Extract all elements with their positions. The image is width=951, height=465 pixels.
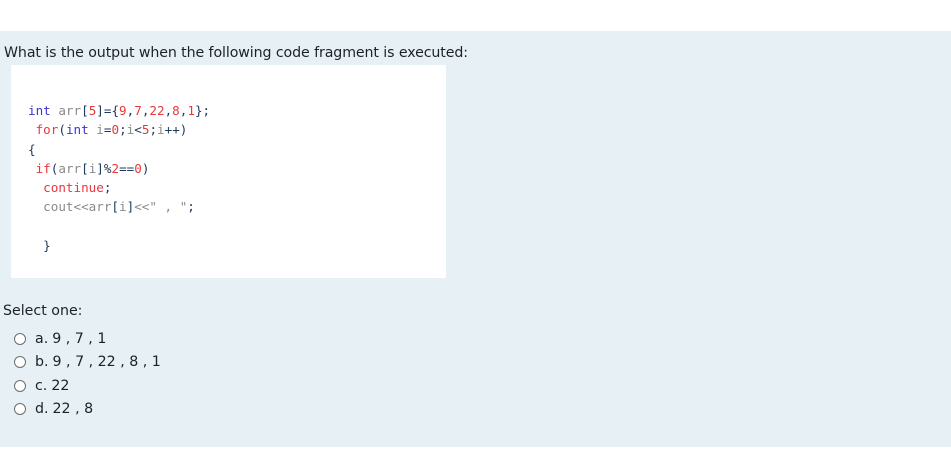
option-letter: c. xyxy=(35,377,48,394)
radio-button-icon[interactable] xyxy=(14,332,26,345)
code-block: int arr[5]={9,7,22,8,1}; for(int i=0;i<5… xyxy=(11,65,446,278)
option-c[interactable]: c. 22 xyxy=(14,374,161,398)
code-line-8: } xyxy=(28,238,51,254)
code-line-4: if(arr[i]%2==0) xyxy=(35,160,150,176)
option-value: 9 , 7 , 1 xyxy=(52,330,107,347)
option-value: 22 , 8 xyxy=(52,401,94,418)
option-value: 22 xyxy=(51,377,70,394)
code-line-5: continue; xyxy=(43,180,112,196)
code-line-3: { xyxy=(28,141,36,157)
option-letter: b. xyxy=(35,354,49,371)
option-a[interactable]: a. 9 , 7 , 1 xyxy=(14,327,161,351)
code-line-2: for(int i=0;i<5;i++) xyxy=(35,122,188,138)
option-value: 9 , 7 , 22 , 8 , 1 xyxy=(52,354,161,371)
radio-button-icon[interactable] xyxy=(14,379,26,392)
option-letter: a. xyxy=(35,330,49,347)
radio-button-icon[interactable] xyxy=(14,403,26,416)
answer-options: a. 9 , 7 , 1 b. 9 , 7 , 22 , 8 , 1 c. 22… xyxy=(14,327,161,421)
option-b[interactable]: b. 9 , 7 , 22 , 8 , 1 xyxy=(14,351,161,375)
option-d[interactable]: d. 22 , 8 xyxy=(14,398,161,422)
question-panel: What is the output when the following co… xyxy=(0,31,951,447)
select-one-label: Select one: xyxy=(3,303,83,319)
code-fragment: int arr[5]={9,7,22,8,1}; for(int i=0;i<5… xyxy=(28,101,210,255)
code-line-6: cout<<arr[i]<<" , "; xyxy=(43,199,195,215)
radio-button-icon[interactable] xyxy=(14,356,26,369)
option-letter: d. xyxy=(35,401,49,418)
code-line-1: int arr[5]={9,7,22,8,1}; xyxy=(28,103,211,118)
question-text: What is the output when the following co… xyxy=(4,45,468,61)
